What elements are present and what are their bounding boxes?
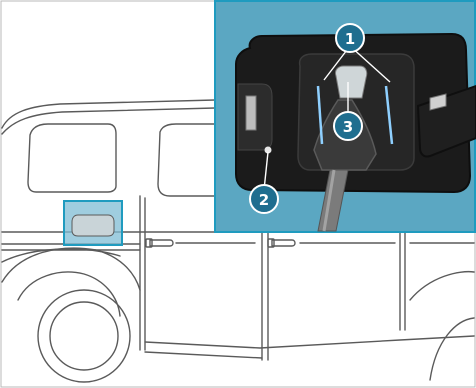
callout-3: 3 (334, 112, 362, 140)
connector-release-button (335, 66, 366, 98)
hinge-latch (246, 96, 256, 130)
callout-1: 1 (336, 24, 364, 52)
callout-2: 2 (250, 185, 278, 213)
callout-1-label: 1 (345, 30, 355, 48)
callout-3-label: 3 (343, 118, 353, 136)
charging-flap-outline (72, 215, 114, 236)
callout-2-label: 2 (259, 191, 269, 209)
